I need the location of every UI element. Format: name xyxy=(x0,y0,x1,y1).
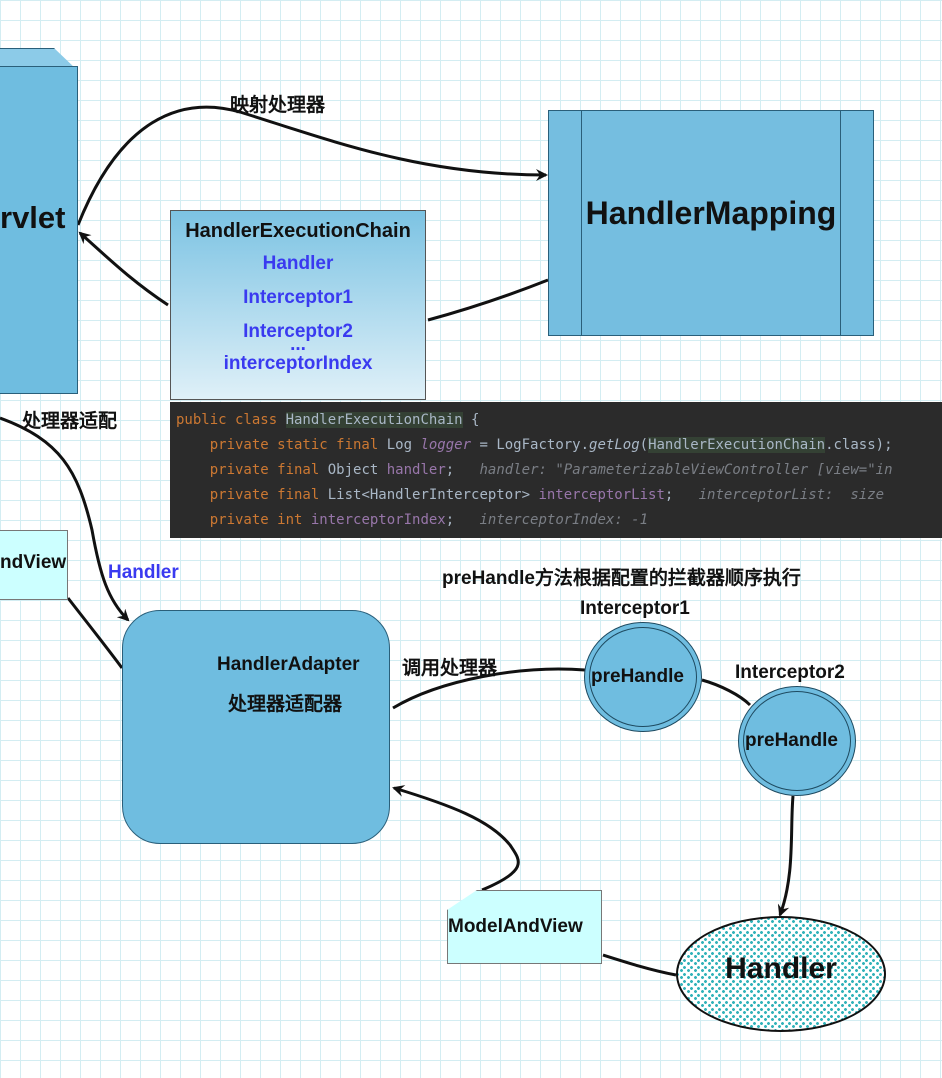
process-bar-left xyxy=(581,111,582,335)
edge-modelandview-to-adapter xyxy=(392,785,520,892)
interceptor1-title: Interceptor1 xyxy=(580,598,690,619)
handler-mapping-title: HandlerMapping xyxy=(585,195,837,231)
code-line: private static final Log logger = LogFac… xyxy=(209,437,893,453)
handler-ellipse xyxy=(676,916,886,1032)
model-and-view-left-box xyxy=(0,530,68,600)
model-and-view-box xyxy=(447,890,602,964)
chain-item-ellipsis: ... xyxy=(290,334,306,355)
model-and-view-label: ModelAndView xyxy=(448,916,583,937)
chain-item-handler: Handler xyxy=(262,253,334,274)
label-prehandle-order: preHandle方法根据配置的拦截器顺序执行 xyxy=(442,568,801,589)
code-line: private final List<HandlerInterceptor> i… xyxy=(209,487,885,503)
label-invoke-handler: 调用处理器 xyxy=(402,658,498,679)
interceptor1-prehandle-circle xyxy=(584,622,702,732)
interceptor2-prehandle-circle xyxy=(738,686,856,796)
edge-mapping-to-handlermapping xyxy=(76,105,548,226)
servlet-label: rvlet xyxy=(0,200,66,235)
chain-item-interceptor-index: interceptorIndex xyxy=(223,353,373,374)
handler-adapter-box xyxy=(122,610,390,844)
execution-chain-title: HandlerExecutionChain xyxy=(185,220,411,242)
edge-modelandview-left-to-adapter xyxy=(66,597,124,669)
code-line: private final Object handler; handler: "… xyxy=(209,462,893,478)
interceptor1-method: preHandle xyxy=(591,666,684,687)
edge-handler-to-modelandview xyxy=(602,953,677,977)
edge-prehandle1-to-prehandle2 xyxy=(701,678,752,707)
code-line: private int interceptorIndex; intercepto… xyxy=(209,512,649,528)
model-and-view-left-label: ndView xyxy=(0,552,67,573)
process-bar-right xyxy=(840,111,841,335)
chain-item-interceptor1: Interceptor1 xyxy=(243,287,353,308)
label-mapping-handler: 映射处理器 xyxy=(230,95,326,116)
edge-handlermapping-to-chain xyxy=(427,278,549,322)
chain-item-interceptor2: Interceptor2 xyxy=(243,321,353,342)
edge-prehandle2-to-handler xyxy=(777,795,795,917)
handler-mapping-box xyxy=(548,110,874,336)
label-handler-adapt: 处理器适配 xyxy=(22,411,118,432)
interceptor2-method: preHandle xyxy=(745,730,838,751)
servlet-box xyxy=(0,66,78,394)
handler-adapter-title: HandlerAdapter xyxy=(217,654,360,675)
label-handler-link: Handler xyxy=(108,562,179,583)
edge-adapter-to-prehandle1 xyxy=(392,667,586,710)
edge-servlet-to-adapter xyxy=(0,416,130,622)
handler-adapter-subtitle: 处理器适配器 xyxy=(228,694,343,715)
code-line: public class HandlerExecutionChain { xyxy=(176,412,480,428)
servlet-top-face xyxy=(0,48,76,69)
handler-label: Handler xyxy=(725,952,837,985)
code-snippet: public class HandlerExecutionChain { pri… xyxy=(170,402,942,538)
edge-chain-to-servlet xyxy=(78,231,169,307)
interceptor2-title: Interceptor2 xyxy=(735,662,845,683)
execution-chain-box: HandlerExecutionChain Handler Intercepto… xyxy=(170,210,426,400)
